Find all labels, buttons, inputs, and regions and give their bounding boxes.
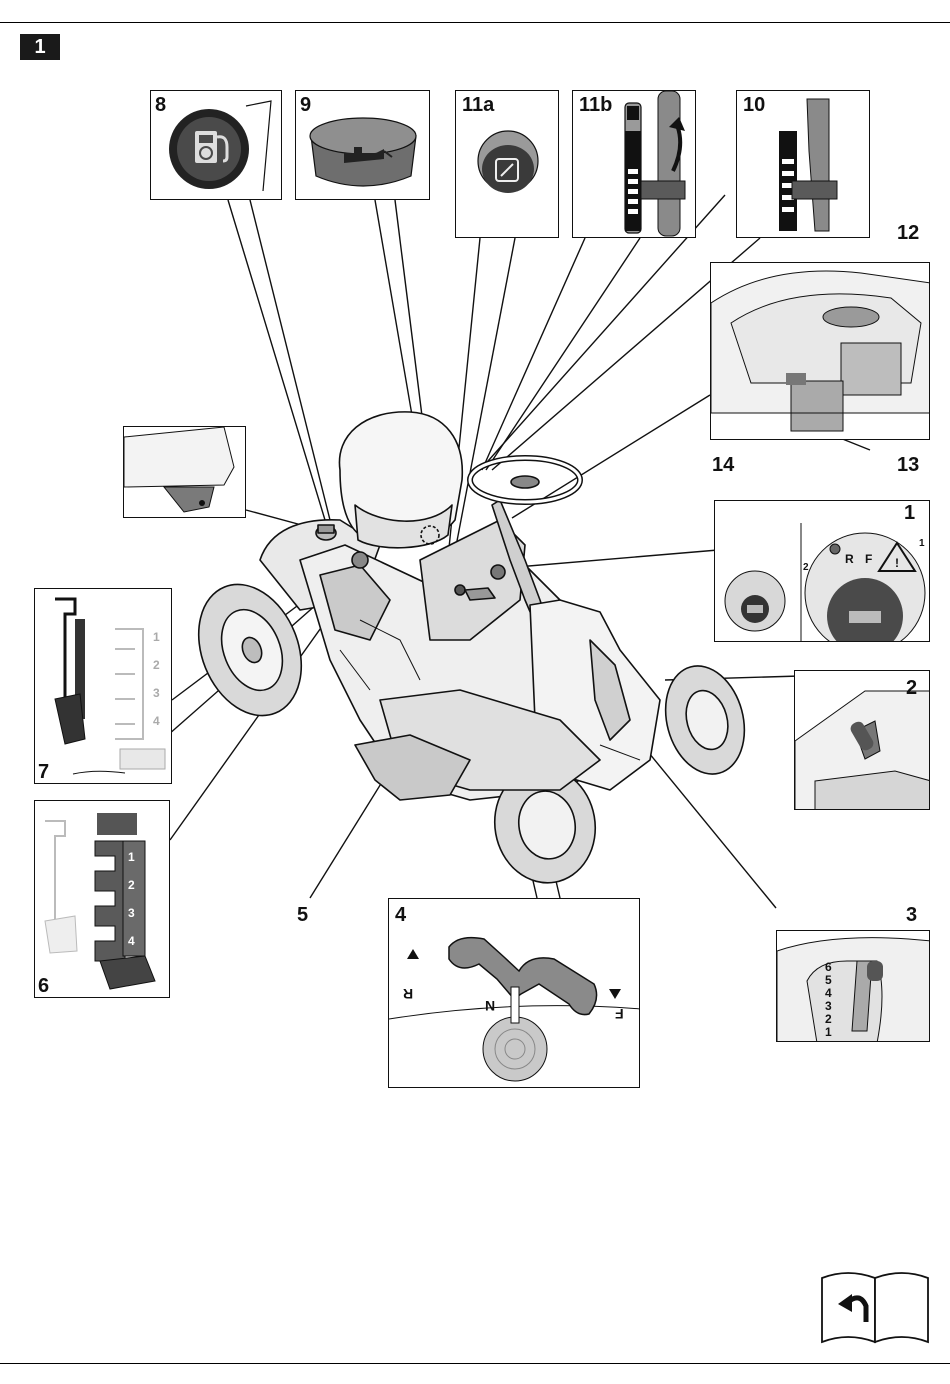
callout-14: 14 — [712, 455, 734, 475]
height-digit-4-7: 4 — [153, 715, 160, 727]
detail-lever-6: 1 2 3 4 — [34, 800, 170, 998]
callout-13: 13 — [897, 455, 919, 475]
height-digit-4-6: 4 — [128, 935, 135, 947]
detail-choke-10: 10 — [736, 90, 870, 238]
detail-button-11a: 11a — [455, 90, 559, 238]
gear-n-label: N — [485, 999, 495, 1013]
ignition-sub-label-1: 1 — [919, 539, 925, 549]
callout-11a: 11a — [462, 95, 494, 115]
callout-5: 5 — [297, 905, 308, 925]
callout-12: 12 — [897, 223, 919, 243]
ignition-f-label: F — [865, 553, 872, 565]
height-digit-3-7: 3 — [153, 687, 160, 699]
height-digit-3-6: 3 — [128, 907, 135, 919]
detail-ignition-1: ! R F 2 1 — [714, 500, 930, 642]
callout-8: 8 — [155, 95, 166, 115]
ignition-sub-label-2: 2 — [803, 563, 809, 573]
detail-oil-cap: 9 — [295, 90, 430, 200]
detail-throttle-11b: 11b — [572, 90, 696, 238]
callout-6: 6 — [38, 976, 49, 996]
speed-digit-5: 5 — [825, 974, 832, 986]
detail-fuel-cap: 8 — [150, 90, 282, 200]
refer-to-manual-icon — [820, 1266, 930, 1346]
detail-lever-7: 1 2 3 4 — [34, 588, 172, 784]
height-digit-2-7: 2 — [153, 659, 160, 671]
callout-11b: 11b — [579, 95, 612, 115]
speed-digit-2: 2 — [825, 1013, 832, 1025]
speed-digit-3: 3 — [825, 1000, 832, 1012]
detail-seat-plate — [123, 426, 246, 518]
callout-3: 3 — [906, 905, 917, 925]
callout-4: 4 — [395, 905, 406, 925]
detail-speed-selector-3: 6 5 4 3 2 1 — [776, 930, 930, 1042]
detail-battery-compartment — [710, 262, 930, 440]
callout-2: 2 — [906, 678, 917, 698]
height-digit-1-6: 1 — [128, 851, 135, 863]
height-digit-1-7: 1 — [153, 631, 160, 643]
detail-gear-shift-4: 4 R N F — [388, 898, 640, 1088]
ignition-r-label: R — [845, 553, 854, 565]
callout-1: 1 — [904, 503, 915, 523]
gear-f-label: F — [615, 1007, 624, 1021]
callout-9: 9 — [300, 95, 311, 115]
speed-digit-1: 1 — [825, 1026, 832, 1038]
speed-digit-6: 6 — [825, 961, 832, 973]
height-digit-2-6: 2 — [128, 879, 135, 891]
gear-r-label: R — [403, 987, 413, 1001]
callout-7: 7 — [38, 762, 49, 782]
speed-digit-4: 4 — [825, 987, 832, 999]
svg-text:!: ! — [895, 556, 899, 570]
callout-10: 10 — [743, 95, 765, 115]
